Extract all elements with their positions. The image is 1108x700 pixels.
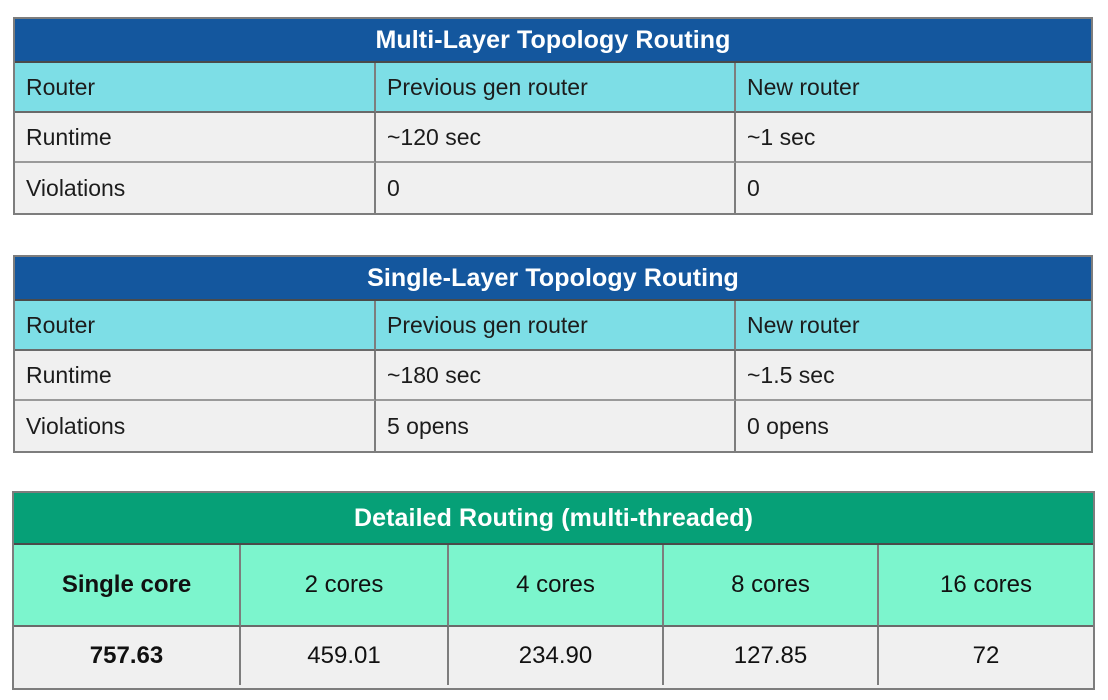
cell-runtime-label: Runtime xyxy=(15,113,376,163)
column-header-router: Router xyxy=(15,301,376,351)
table-row: 757.63 459.01 234.90 127.85 72 xyxy=(14,627,1093,685)
column-header-previous-gen-router: Previous gen router xyxy=(376,301,736,351)
cell-runtime-new-router: ~1.5 sec xyxy=(736,351,1091,401)
column-header-4-cores: 4 cores xyxy=(449,545,664,627)
table-row: Violations 0 0 xyxy=(15,163,1091,213)
table-row: Runtime ~180 sec ~1.5 sec xyxy=(15,351,1091,401)
table-multi-layer-topology-routing: Multi-Layer Topology Routing Router Prev… xyxy=(13,17,1093,215)
column-header-new-router: New router xyxy=(736,301,1091,351)
column-header-router: Router xyxy=(15,63,376,113)
table-single-layer-topology-routing: Single-Layer Topology Routing Router Pre… xyxy=(13,255,1093,453)
cell-violations-new-router: 0 opens xyxy=(736,401,1091,451)
column-header-16-cores: 16 cores xyxy=(879,545,1093,627)
table-title: Single-Layer Topology Routing xyxy=(15,257,1091,301)
cell-violations-new-router: 0 xyxy=(736,163,1091,213)
cell-runtime-16-cores: 72 xyxy=(879,627,1093,685)
table-row: Runtime ~120 sec ~1 sec xyxy=(15,113,1091,163)
table-header-row: Router Previous gen router New router xyxy=(15,63,1091,113)
cell-runtime-label: Runtime xyxy=(15,351,376,401)
table-header-row: Single core 2 cores 4 cores 8 cores 16 c… xyxy=(14,545,1093,627)
cell-violations-previous-gen: 0 xyxy=(376,163,736,213)
column-header-2-cores: 2 cores xyxy=(241,545,449,627)
cell-violations-label: Violations xyxy=(15,401,376,451)
cell-violations-label: Violations xyxy=(15,163,376,213)
cell-runtime-8-cores: 127.85 xyxy=(664,627,879,685)
column-header-8-cores: 8 cores xyxy=(664,545,879,627)
cell-runtime-4-cores: 234.90 xyxy=(449,627,664,685)
table-detailed-routing-multi-threaded: Detailed Routing (multi-threaded) Single… xyxy=(12,491,1095,690)
table-row: Violations 5 opens 0 opens xyxy=(15,401,1091,451)
column-header-new-router: New router xyxy=(736,63,1091,113)
cell-runtime-single-core: 757.63 xyxy=(14,627,241,685)
cell-runtime-new-router: ~1 sec xyxy=(736,113,1091,163)
table-title: Multi-Layer Topology Routing xyxy=(15,19,1091,63)
cell-runtime-previous-gen: ~120 sec xyxy=(376,113,736,163)
cell-violations-previous-gen: 5 opens xyxy=(376,401,736,451)
column-header-single-core: Single core xyxy=(14,545,241,627)
column-header-previous-gen-router: Previous gen router xyxy=(376,63,736,113)
table-header-row: Router Previous gen router New router xyxy=(15,301,1091,351)
table-title: Detailed Routing (multi-threaded) xyxy=(14,493,1093,545)
cell-runtime-previous-gen: ~180 sec xyxy=(376,351,736,401)
cell-runtime-2-cores: 459.01 xyxy=(241,627,449,685)
